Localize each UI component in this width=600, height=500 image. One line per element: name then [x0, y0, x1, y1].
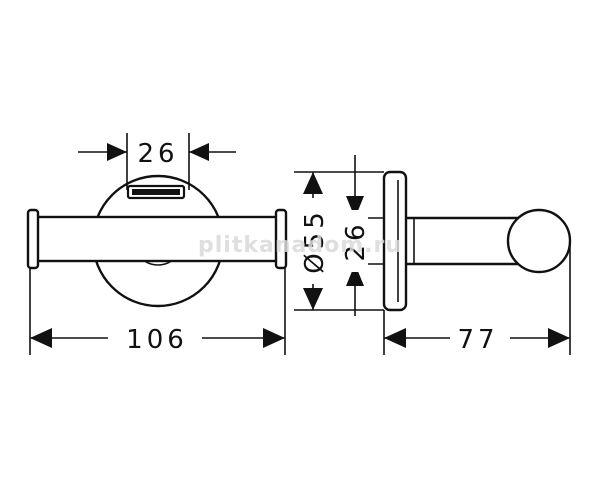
- top-width-label: 26: [137, 139, 178, 169]
- front-view: [26, 174, 288, 308]
- end-knob: [506, 208, 572, 274]
- arrow-right-proj: [548, 328, 570, 348]
- arrow-left: [189, 143, 209, 161]
- arrow-left-proj: [384, 328, 406, 348]
- side-view: [382, 170, 572, 312]
- arrow-down-small: [346, 196, 364, 218]
- dimension-rosette-depth: 26: [341, 155, 384, 316]
- arrow-down: [303, 288, 323, 310]
- left-end-cap: [26, 208, 40, 270]
- dimension-projection: 77: [383, 241, 571, 355]
- right-end-cap: [274, 208, 288, 270]
- dimension-diameter: Ø55: [294, 171, 384, 311]
- arrow-left-end: [30, 328, 52, 348]
- arrow-up: [303, 172, 323, 194]
- diameter-label: Ø55: [300, 208, 330, 274]
- dimension-top-width: 26: [78, 133, 236, 190]
- watermark: plitkanadom.ru: [198, 233, 402, 258]
- rosette-depth-label: 26: [341, 220, 371, 261]
- arrow-right: [107, 143, 127, 161]
- arrow-up-small: [346, 264, 364, 286]
- arrow-right-end: [263, 328, 285, 348]
- mounting-slot-inner: [132, 189, 180, 195]
- dimension-overall-width: 106: [29, 268, 286, 355]
- rosette-side: [382, 170, 408, 312]
- overall-width-label: 106: [126, 325, 188, 355]
- projection-label: 77: [457, 325, 498, 355]
